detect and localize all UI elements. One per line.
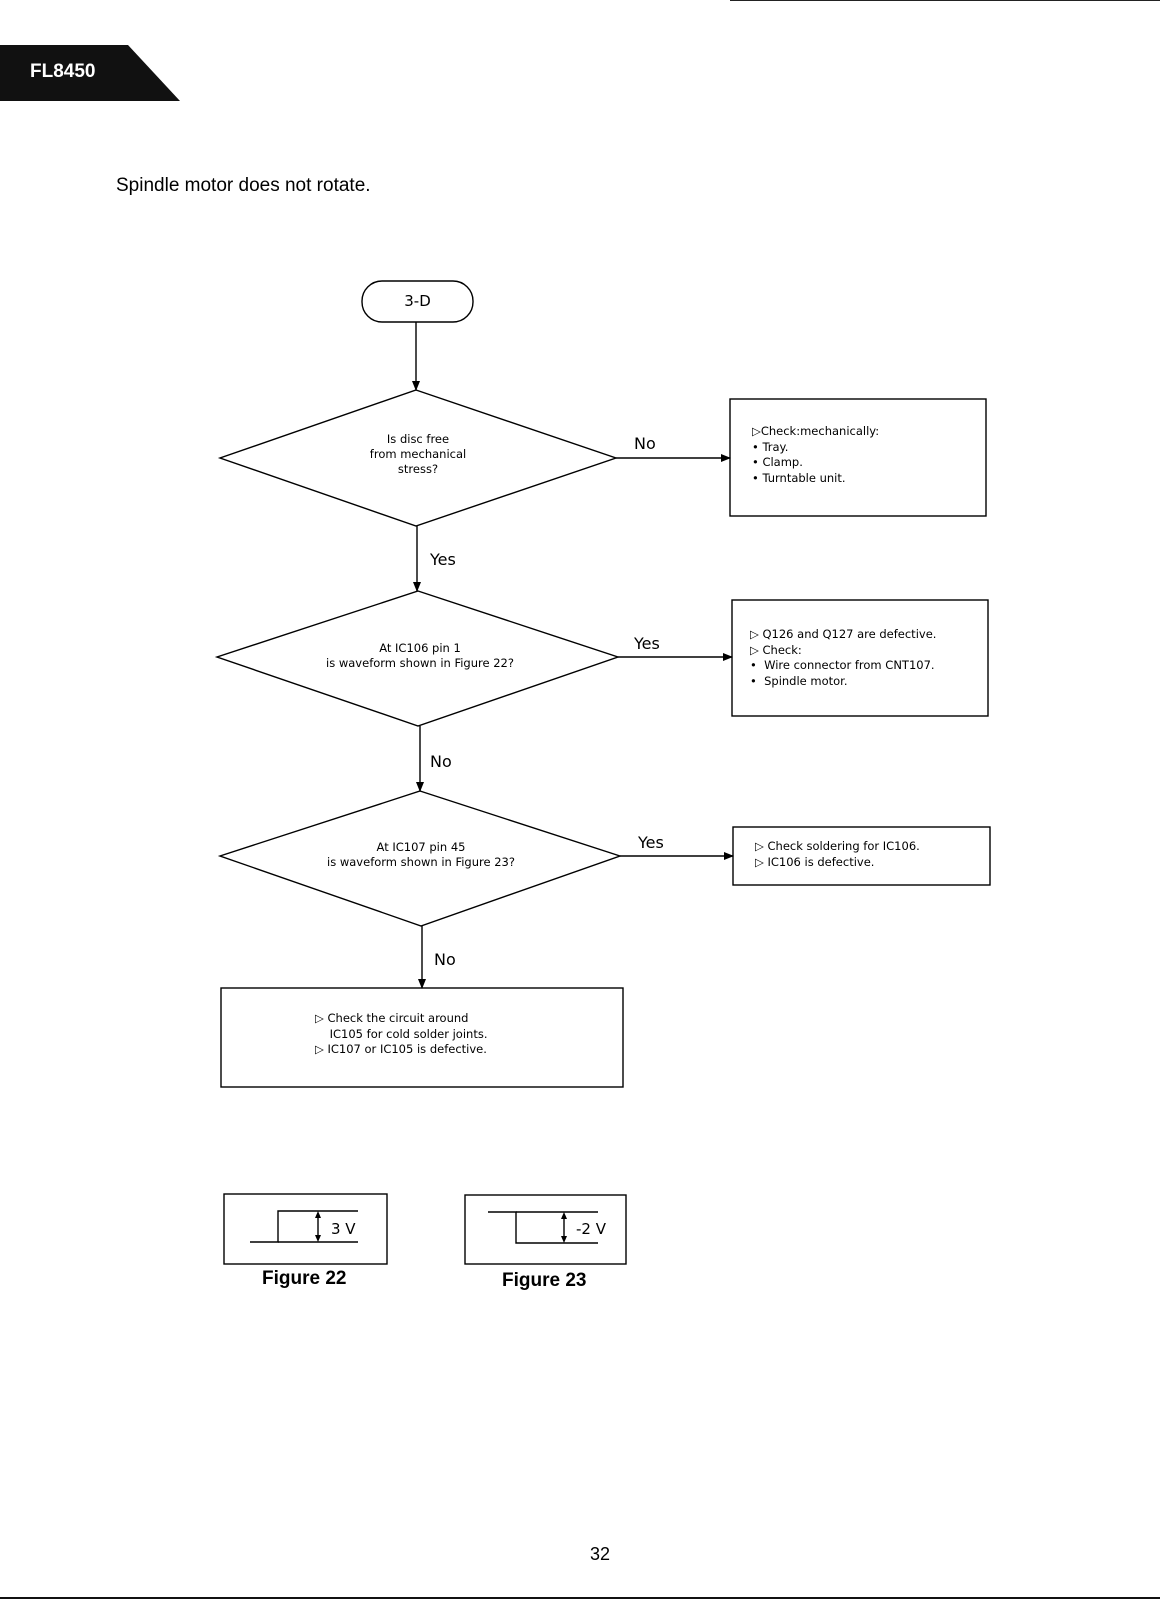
figure-22-frame	[223, 1193, 388, 1265]
figure-23-caption: Figure 23	[502, 1270, 587, 1291]
figure-23-frame	[464, 1194, 627, 1265]
top-rule	[730, 0, 1160, 1]
box-4-shape	[220, 987, 624, 1088]
model-label: FL8450	[30, 61, 96, 82]
decision-3-yes-label: Yes	[638, 833, 664, 852]
box-1-text: ▷Check:mechanically: • Tray. • Clamp. • …	[752, 424, 880, 485]
figure-23-waveform	[488, 1211, 598, 1244]
decision-3-text: At IC107 pin 45 is waveform shown in Fig…	[327, 840, 515, 869]
page-number: 32	[590, 1544, 611, 1564]
decision-1-text: Is disc free from mechanical stress?	[369, 432, 467, 476]
model-tab	[0, 45, 180, 101]
decision-3-no-label: No	[434, 950, 456, 969]
box-2-shape	[731, 599, 989, 717]
decision-3-shape	[217, 790, 623, 927]
start-terminal-label: 3-D	[404, 292, 431, 310]
bottom-rule	[0, 1597, 1160, 1599]
figure-23-voltage: -2 V	[576, 1220, 606, 1238]
decision-2-no-label: No	[430, 752, 452, 771]
decision-1-yes-label: Yes	[430, 550, 456, 569]
decision-1-no-label: No	[634, 434, 656, 453]
box-1-shape	[729, 398, 987, 517]
decision-2-yes-label: Yes	[634, 634, 660, 653]
decision-2-text: At IC106 pin 1 is waveform shown in Figu…	[326, 641, 514, 670]
figure-22-voltage: 3 V	[331, 1220, 356, 1238]
start-terminal	[361, 280, 474, 323]
decision-1-shape	[217, 389, 619, 527]
box-3-shape	[732, 826, 991, 886]
box-4-text: ▷ Check the circuit around IC105 for col…	[315, 1011, 488, 1056]
decision-2-shape	[214, 590, 621, 727]
page-title: Spindle motor does not rotate.	[116, 175, 371, 196]
box-2-text: ▷ Q126 and Q127 are defective. ▷ Check: …	[750, 627, 937, 688]
box-3-text: ▷ Check soldering for IC106. ▷ IC106 is …	[755, 839, 920, 869]
figure-22-caption: Figure 22	[262, 1268, 347, 1289]
